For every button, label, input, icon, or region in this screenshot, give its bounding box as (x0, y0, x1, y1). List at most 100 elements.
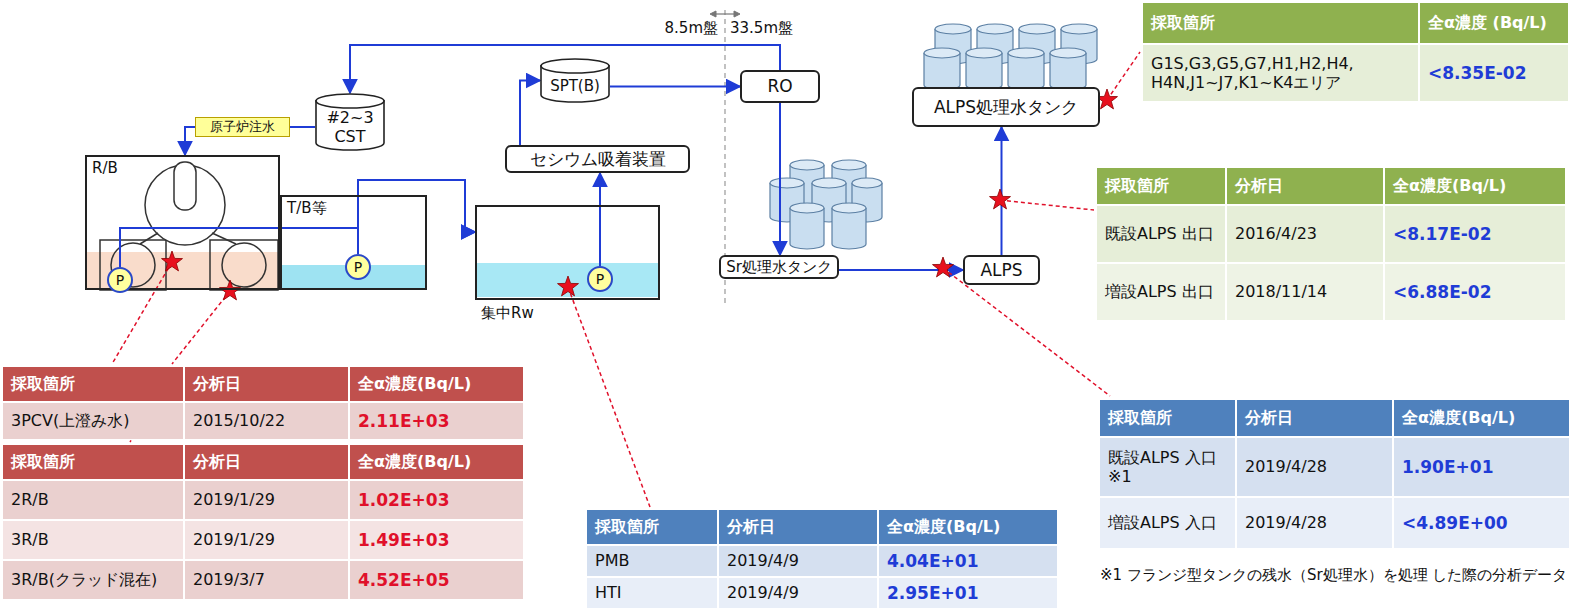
table-header: 分析日 (185, 445, 348, 479)
tank-top (790, 160, 824, 170)
table-cell: 2.95E+01 (879, 578, 1057, 608)
table-cell: 増設ALPS 出口 (1097, 264, 1225, 320)
table-cell: 3R/B(クラッド混在) (3, 561, 183, 599)
tank-top (935, 24, 971, 34)
table-cell: 1.02E+03 (350, 481, 523, 519)
pipe-connector (358, 180, 475, 254)
pump-circle: P (587, 266, 613, 292)
tank-body (832, 208, 866, 249)
table-cell: <8.17E-02 (1385, 206, 1565, 262)
node-label: T/B等 (287, 199, 327, 217)
tank-top (966, 48, 1002, 58)
storage-tank: SPT(B) (540, 58, 610, 103)
table-cell: 2019/4/28 (1237, 438, 1392, 496)
node-label: #2~3 CST (325, 108, 375, 146)
building-box: T/B等 P (280, 195, 427, 290)
tank-top (1019, 24, 1055, 34)
table-cell: 既設ALPS 入口※1 (1100, 438, 1235, 496)
tank-top (924, 48, 960, 58)
table-cell: G1S,G3,G5,G7,H1,H2,H4, H4N,J1~J7,K1~K4エリ… (1143, 45, 1418, 101)
tank-top (316, 94, 384, 108)
pipe-connector (185, 127, 195, 155)
tank-top (812, 178, 846, 188)
tank-top (770, 178, 804, 188)
table-cell: PMB (587, 546, 717, 576)
pipe-connector (610, 86, 740, 88)
data-table: 採取箇所分析日全α濃度(Bq/L) PMB2019/4/94.04E+01HTI 2… (587, 510, 1057, 608)
table-header: 全α濃度 (Bq/L) (1420, 3, 1568, 43)
table-cell: HTI (587, 578, 717, 608)
table-cell: 4.04E+01 (879, 546, 1057, 576)
node-label: P (116, 272, 124, 289)
table-cell: 増設ALPS 入口 (1100, 498, 1235, 548)
table-header: 全α濃度(Bq/L) (1394, 400, 1569, 436)
table-cell: 2019/4/28 (1237, 498, 1392, 548)
data-table: 採取箇所分析日全α濃度(Bq/L) 既設ALPS 入口※12019/4/281.9… (1100, 400, 1569, 548)
table-header: 分析日 (719, 510, 877, 544)
table-cell: 2R/B (3, 481, 183, 519)
data-table: 採取箇所分析日全α濃度(Bq/L) 2R/B2019/1/291.02E+03 3R… (3, 445, 523, 599)
table-cell: 1.90E+01 (1394, 438, 1569, 496)
table-cell: 2016/4/23 (1227, 206, 1383, 262)
double-arrow (710, 11, 740, 17)
footnote: ※1 フランジ型タンクの残水（Sr処理水）を処理 した際の分析データ (1100, 566, 1568, 585)
table-header: 全α濃度(Bq/L) (879, 510, 1057, 544)
tank-body (790, 208, 824, 249)
table-cell: 1.49E+03 (350, 521, 523, 559)
tank-box: ALPS処理水タンク (912, 87, 1100, 127)
table-cell: 4.52E+05 (350, 561, 523, 599)
data-table: 採取箇所分析日全α濃度(Bq/L)3PCV(上澄み水)2015/10/222.1… (3, 367, 523, 439)
leader-line (112, 52, 1140, 507)
level-label: 8.5m盤 (665, 19, 718, 38)
tank-top (852, 178, 882, 188)
pump-circle: P (345, 254, 371, 280)
node-label: P (354, 259, 362, 276)
node-label: 原子炉注水 (210, 119, 275, 135)
pipe-connector (599, 173, 601, 266)
data-table: 採取箇所分析日全α濃度(Bq/L) 既設ALPS 出口2016/4/23<8.17… (1097, 168, 1565, 320)
table-header: 分析日 (185, 367, 348, 401)
pipe-connector (779, 103, 781, 255)
table-header: 全α濃度(Bq/L) (350, 445, 523, 479)
node-label: RO (767, 76, 792, 96)
node-label: SPT(B) (550, 77, 600, 95)
table-cell: 2019/1/29 (185, 481, 348, 519)
table-header: 全α濃度(Bq/L) (1385, 168, 1565, 204)
table-cell: 2.11E+03 (350, 403, 523, 439)
tank-top (1008, 48, 1044, 58)
table-cell: <8.35E-02 (1420, 45, 1568, 101)
tank-top (1050, 48, 1086, 58)
table-cell: 2019/4/9 (719, 578, 877, 608)
table-header: 採取箇所 (587, 510, 717, 544)
water-band (476, 263, 659, 297)
table-header: 採取箇所 (3, 445, 183, 479)
storage-tank: #2~3 CST (315, 93, 385, 151)
table-cell: 既設ALPS 出口 (1097, 206, 1225, 262)
table-header: 全α濃度(Bq/L) (350, 367, 523, 401)
table-cell: 2018/11/14 (1227, 264, 1383, 320)
process-box: セシウム吸着装置 (505, 145, 690, 173)
node-label: Sr処理水タンク (726, 258, 832, 276)
table-header: 分析日 (1227, 168, 1383, 204)
table-header: 分析日 (1237, 400, 1392, 436)
table-header: 採取箇所 (1100, 400, 1235, 436)
table-cell: 2019/3/7 (185, 561, 348, 599)
level-label: 33.5m盤 (730, 19, 793, 38)
table-cell: 2019/1/29 (185, 521, 348, 559)
tank-box: Sr処理水タンク (719, 255, 839, 279)
node-label: ALPS処理水タンク (934, 97, 1078, 117)
tank-top (541, 59, 609, 73)
node-label: セシウム吸着装置 (530, 149, 666, 169)
injection-tag: 原子炉注水 (195, 117, 290, 137)
node-label: 集中Rw (481, 304, 534, 322)
node-label: R/B (92, 159, 118, 177)
tank-group (770, 24, 1097, 249)
tank-top (790, 203, 824, 213)
building-box: R/B P (85, 155, 280, 290)
table-header: 採取箇所 (1097, 168, 1225, 204)
node-label: P (596, 271, 604, 288)
table-cell: <4.89E+00 (1394, 498, 1569, 548)
building-box: 集中RwP (475, 205, 660, 300)
pump-circle: P (107, 267, 133, 293)
table-cell: <6.88E-02 (1385, 264, 1565, 320)
